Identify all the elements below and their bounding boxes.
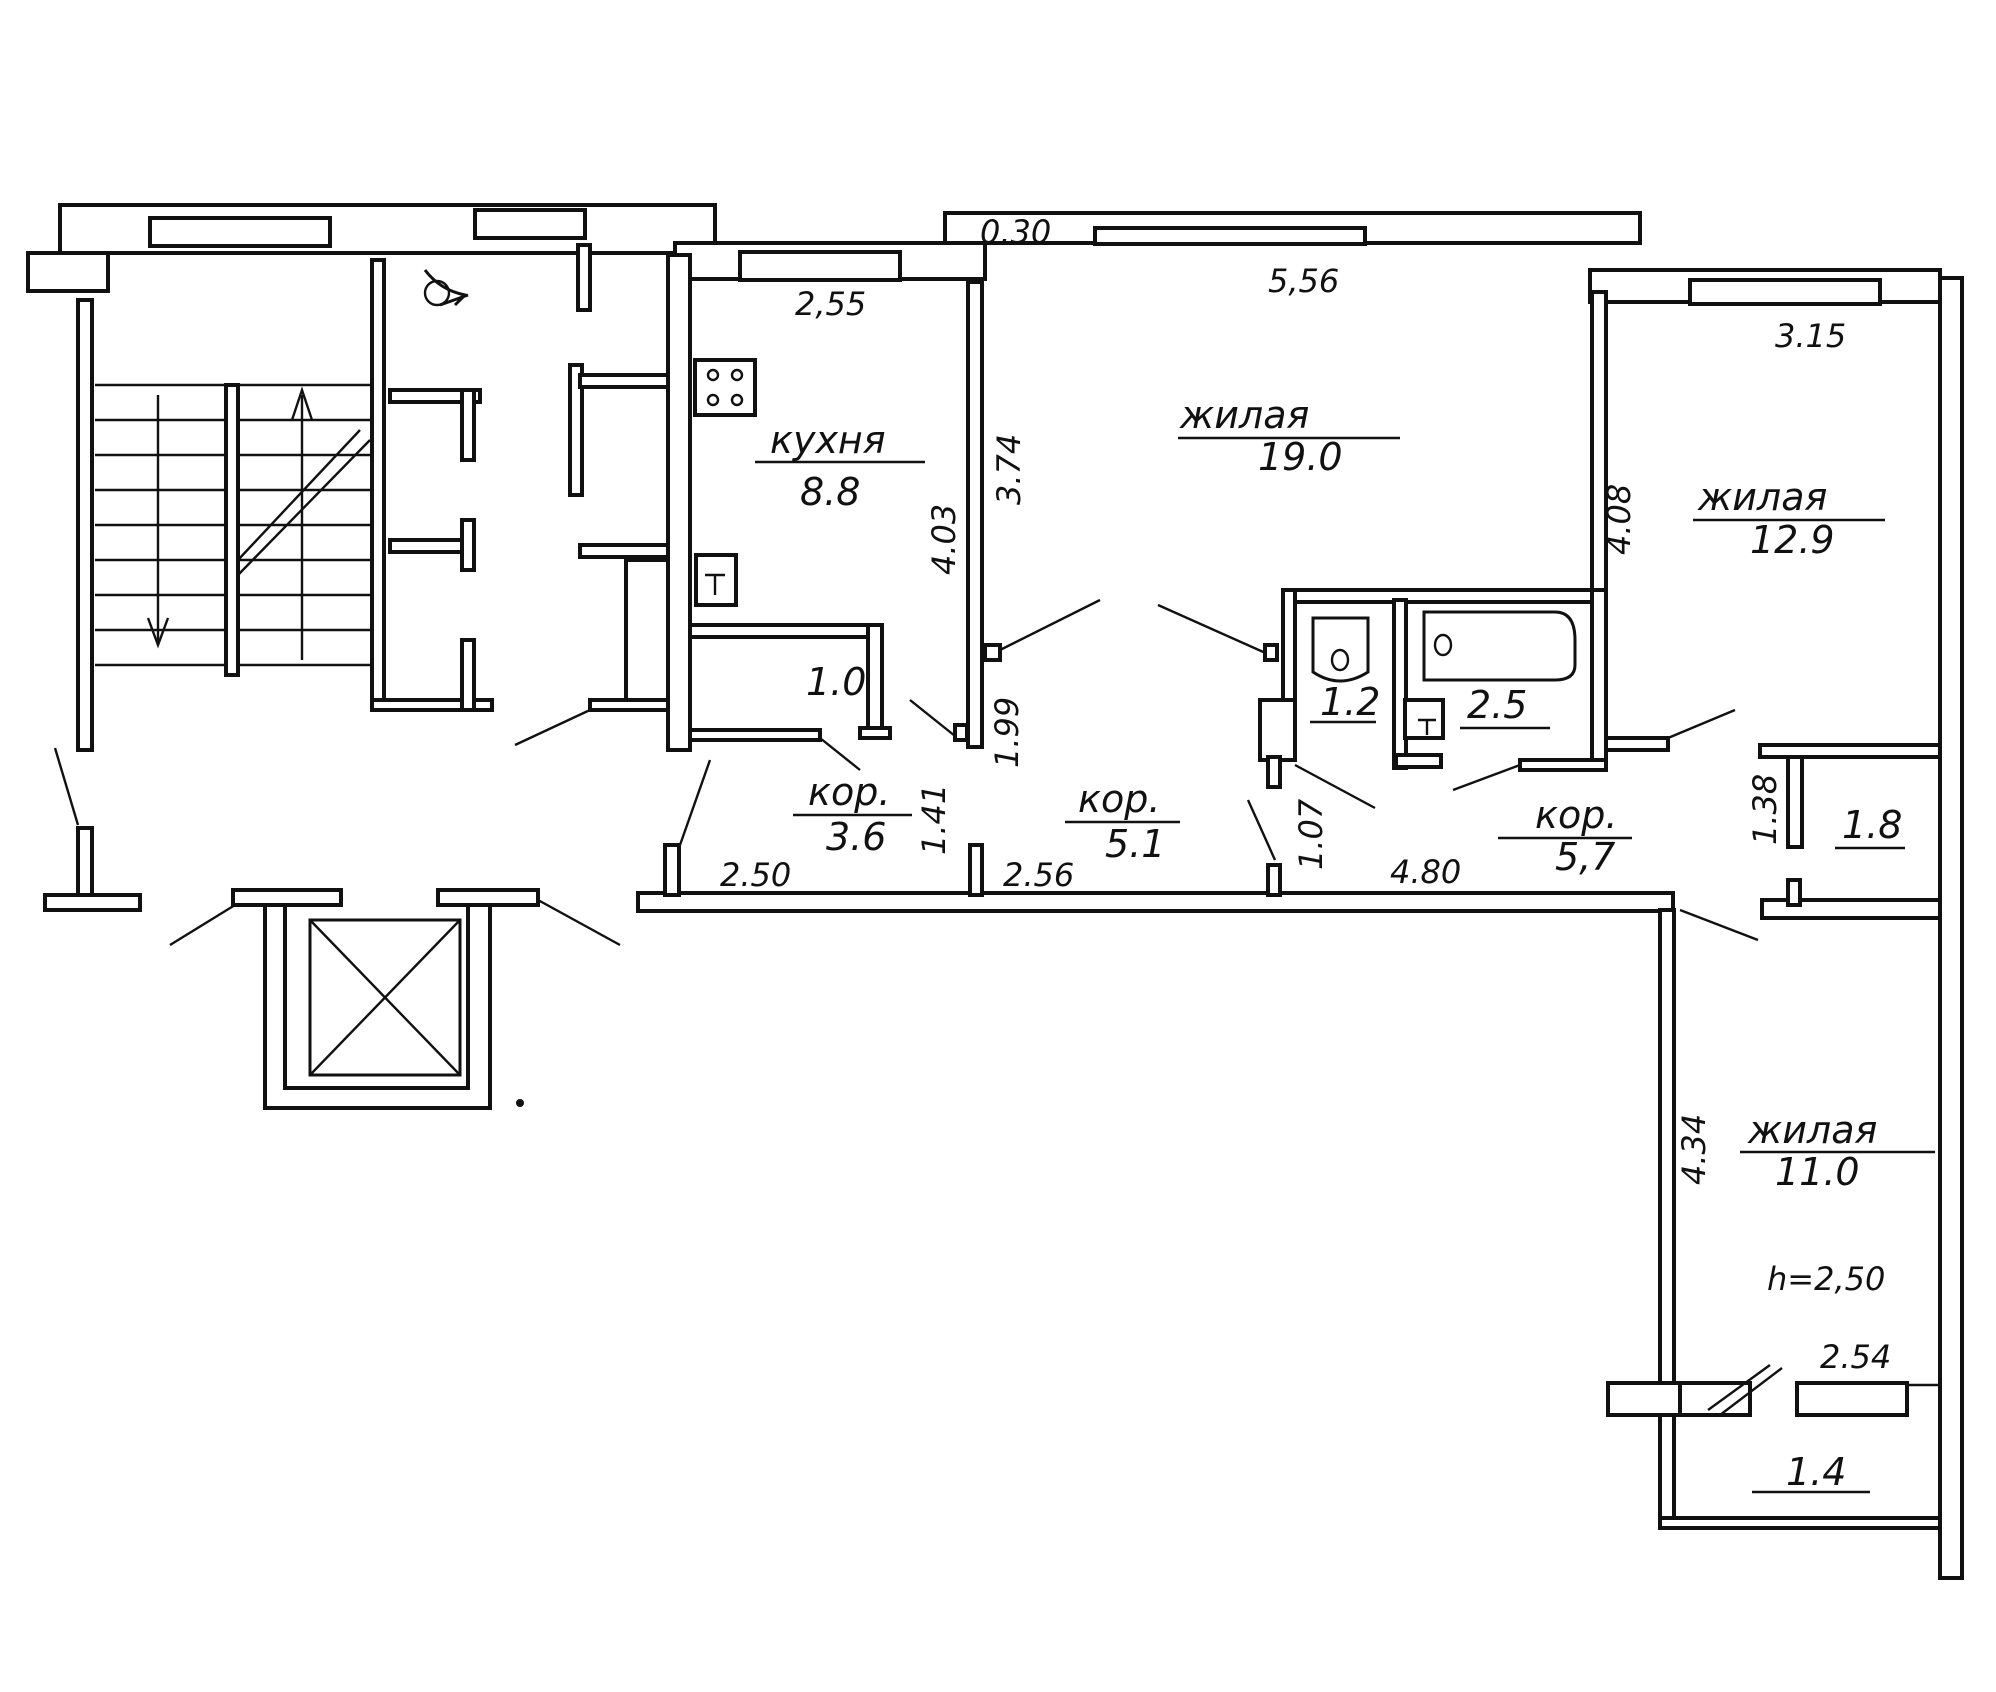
corridor-1-name: кор. bbox=[808, 770, 890, 814]
closet bbox=[1760, 878, 1942, 920]
living-room-3 bbox=[1606, 908, 1942, 1530]
corridor-lower-wall bbox=[636, 759, 1759, 942]
living3-depth-dim: 4.34 bbox=[1675, 1114, 1713, 1185]
bathroom-area: 2.5 bbox=[1467, 683, 1527, 727]
corridor3-width-dim: 4.80 bbox=[1390, 853, 1461, 891]
living-room-1 bbox=[983, 290, 1608, 662]
living-room-2-name: жилая bbox=[1697, 475, 1827, 519]
toilet-area: 1.2 bbox=[1320, 680, 1380, 724]
living1-depth-dim: 3.74 bbox=[990, 434, 1028, 505]
corridor2-width-dim: 2.56 bbox=[1003, 856, 1074, 894]
entrance-width-dim: 2.50 bbox=[720, 856, 791, 894]
corridor1-length-dim: 1.41 bbox=[915, 784, 953, 855]
balcony-area: 1.4 bbox=[1786, 1450, 1846, 1494]
top-wall-left bbox=[26, 203, 717, 293]
closet-area: 1.8 bbox=[1842, 803, 1902, 847]
corridor3-length-dim: 1.07 bbox=[1292, 798, 1330, 870]
bathroom-block bbox=[1258, 588, 1608, 810]
living-room-2-area: 12.9 bbox=[1750, 518, 1835, 562]
stairwell bbox=[76, 258, 386, 752]
elevator-shaft bbox=[263, 903, 524, 1110]
bathtub-icon bbox=[1422, 610, 1577, 682]
kitchen-depth-dim: 4.03 bbox=[925, 504, 963, 575]
kitchen-area: 8.8 bbox=[800, 470, 860, 514]
ceiling-height: h=2,50 bbox=[1767, 1260, 1885, 1298]
top-wall-center bbox=[673, 211, 1642, 282]
corridor2-length-dim: 1.99 bbox=[988, 697, 1026, 768]
living-room-3-name: жилая bbox=[1747, 1108, 1877, 1152]
kitchen-width-dim: 2,55 bbox=[795, 285, 866, 323]
closet-depth-dim: 1.38 bbox=[1746, 774, 1784, 845]
kitchen bbox=[666, 253, 984, 771]
corridor-3-name: кор. bbox=[1535, 793, 1617, 837]
living3-width-dim: 2.54 bbox=[1820, 1338, 1891, 1376]
wall-thickness-dim: 0.30 bbox=[980, 213, 1051, 251]
corridor-2-area: 5.1 bbox=[1105, 822, 1165, 866]
corridor-2-name: кор. bbox=[1078, 777, 1160, 821]
corridor-1-area: 3.6 bbox=[826, 815, 886, 859]
utility-shaft bbox=[370, 243, 672, 747]
entrance-area bbox=[43, 747, 621, 947]
top-wall-right bbox=[1588, 268, 1964, 1580]
living-room-1-area: 19.0 bbox=[1258, 435, 1343, 479]
corridor-3-area: 5,7 bbox=[1555, 835, 1615, 879]
toilet-icon bbox=[1311, 616, 1370, 683]
living-room-2 bbox=[1604, 708, 1942, 849]
living1-width-dim: 5,56 bbox=[1268, 262, 1339, 300]
pantry-area: 1.0 bbox=[806, 660, 866, 704]
stove-icon bbox=[693, 358, 757, 417]
living-room-1-name: жилая bbox=[1179, 393, 1309, 437]
kitchen-name: кухня bbox=[770, 418, 886, 462]
living2-width-dim: 3.15 bbox=[1775, 317, 1846, 355]
living2-depth-dim: 4.08 bbox=[1600, 484, 1638, 555]
living-room-3-area: 11.0 bbox=[1775, 1150, 1860, 1194]
